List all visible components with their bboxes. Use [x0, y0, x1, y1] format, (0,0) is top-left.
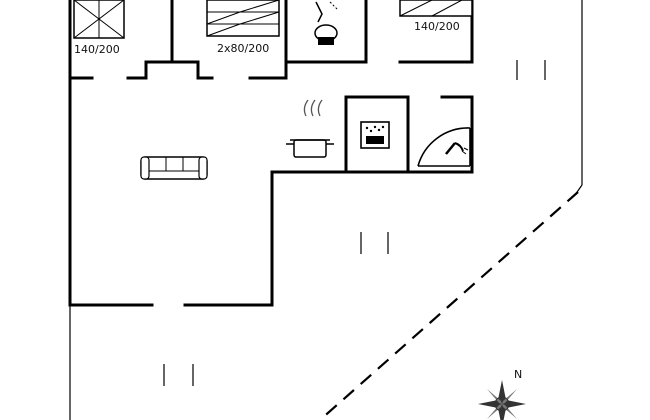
toilet-icon: [314, 1, 339, 45]
cooking-pot-icon: [286, 99, 334, 158]
bed-icon: [399, 0, 473, 17]
bed-size-label-left: 140/200: [74, 43, 120, 56]
bed-icon: [73, 0, 125, 39]
bed-size-label-middle: 2x80/200: [217, 42, 269, 55]
terrace-boundary: [319, 191, 579, 420]
walls: [68, 0, 474, 307]
shower-icon: [417, 127, 471, 167]
sauna-icon: [360, 121, 390, 149]
compass-rose-icon: [478, 380, 526, 420]
sofa-icon: [140, 156, 208, 180]
window-marks: [163, 60, 546, 386]
bed-size-label-right: 140/200: [414, 20, 460, 33]
bed-icon: [206, 0, 280, 37]
compass-north-label: N: [514, 368, 522, 381]
